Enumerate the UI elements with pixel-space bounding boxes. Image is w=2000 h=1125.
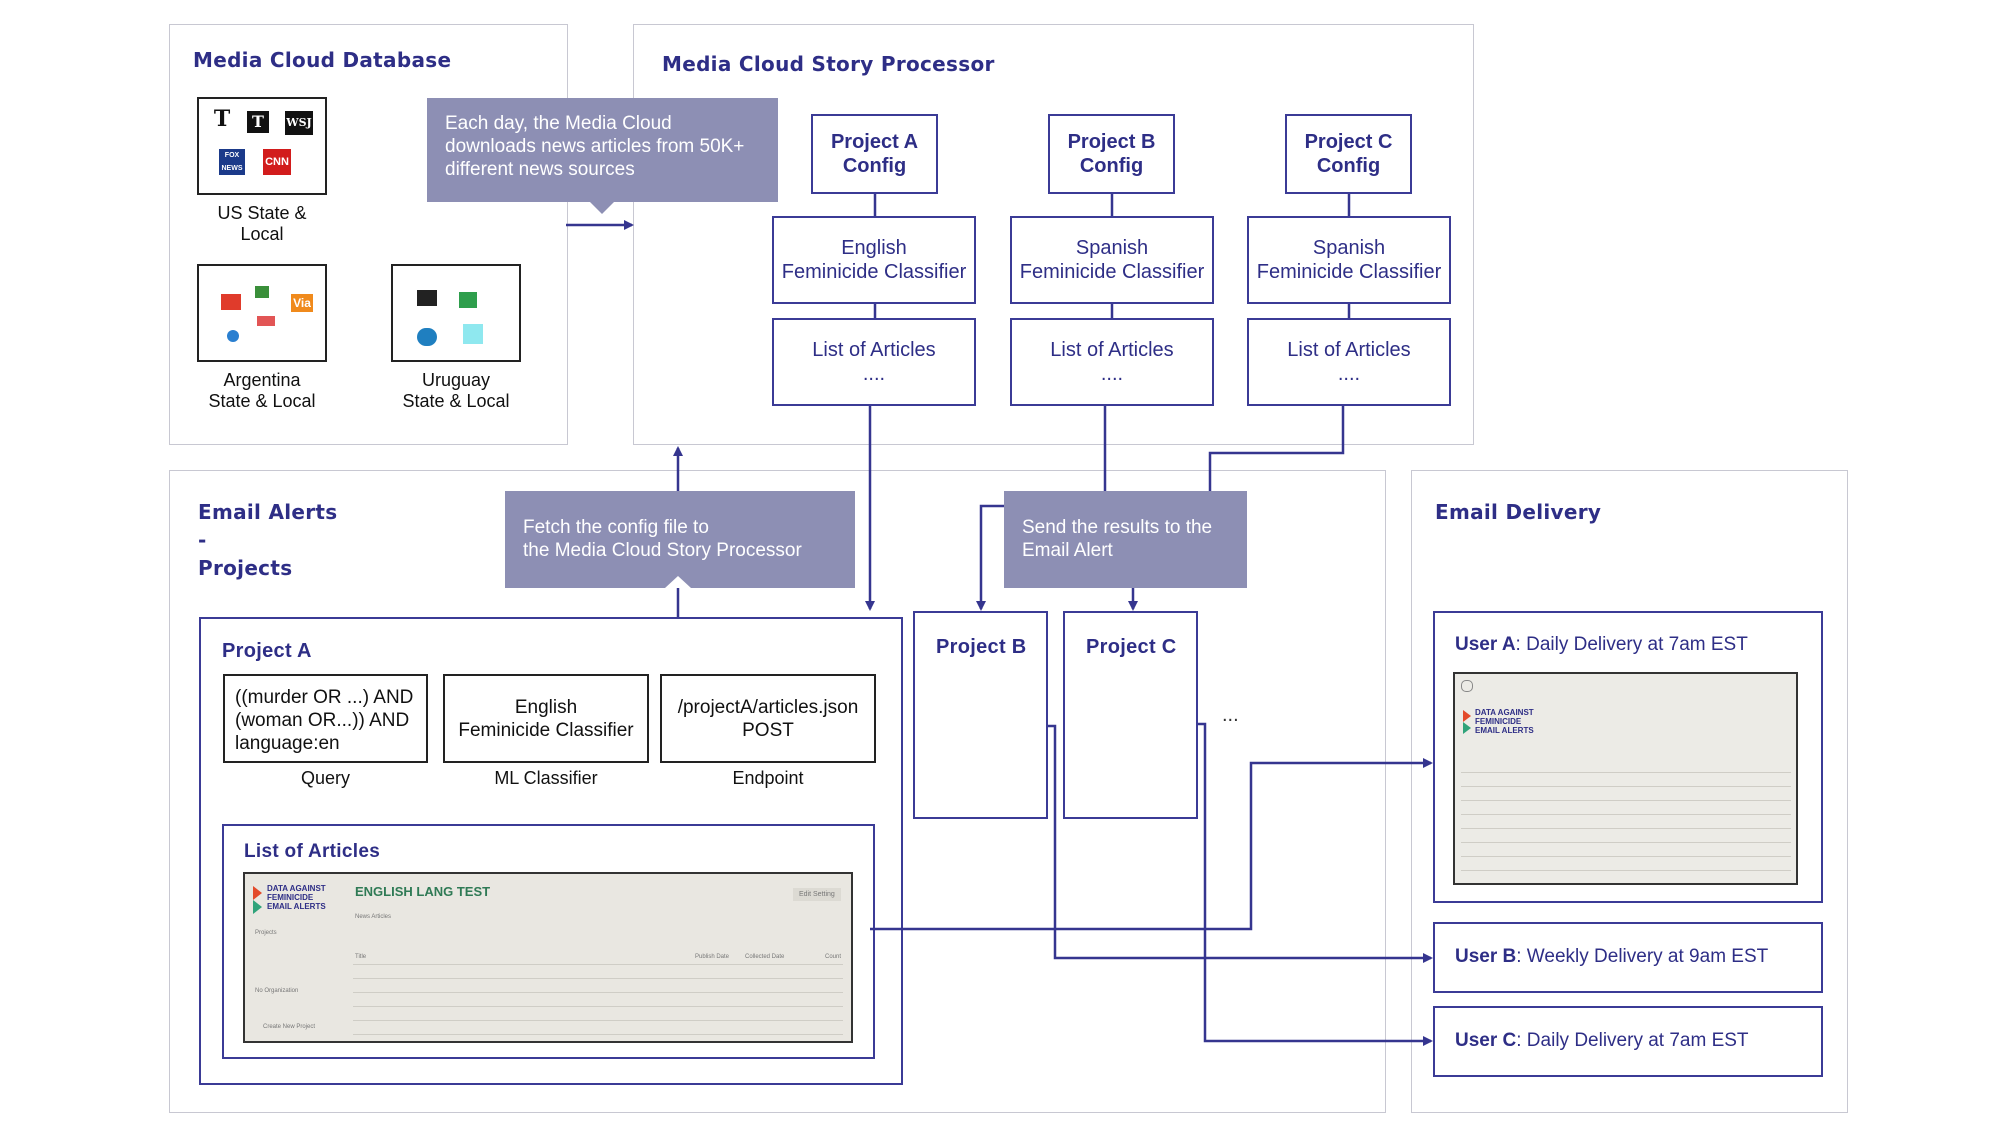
- more-projects-ellipsis: ...: [1222, 704, 1239, 726]
- send-results-callout: Send the results to the Email Alert: [1004, 491, 1247, 588]
- user-c-panel: [1433, 1006, 1823, 1077]
- cnn-logo: CNN: [263, 149, 291, 175]
- telemundo-logo: [417, 328, 437, 346]
- email-row-line: [1461, 800, 1791, 801]
- app-sidebar-no-org: No Organization: [255, 988, 299, 994]
- email-logo: DATA AGAINST FEMINICIDE EMAIL ALERTS: [1463, 708, 1543, 738]
- app-row-line: [353, 978, 843, 979]
- project-c-title: Project C: [1086, 636, 1177, 658]
- user-b-label: User B: Weekly Delivery at 9am EST: [1455, 946, 1768, 968]
- argentina-news-logos: Via: [197, 264, 327, 362]
- download-callout: Each day, the Media Cloud downloads news…: [427, 98, 778, 202]
- app-col-count: Count: [825, 954, 842, 960]
- user-b-name: User B: [1455, 946, 1517, 967]
- project-a-config-box: Project A Config: [811, 114, 938, 194]
- project-b-config-box: Project B Config: [1048, 114, 1175, 194]
- ml-classifier-box: English Feminicide Classifier: [443, 674, 649, 763]
- times-logo: T: [247, 111, 269, 133]
- list-of-articles-title: List of Articles: [244, 841, 381, 862]
- project-b-classifier-box: Spanish Feminicide Classifier: [1010, 216, 1214, 304]
- clarin-logo: [221, 294, 241, 310]
- project-a-articles-box: List of Articles ....: [772, 318, 976, 406]
- story-processor-title: Media Cloud Story Processor: [662, 52, 995, 76]
- user-a-name: User A: [1455, 634, 1516, 655]
- argentina-caption: Argentina State & Local: [208, 370, 316, 411]
- observador-logo: [459, 292, 477, 308]
- endpoint-label: Endpoint: [732, 768, 804, 788]
- app-row-line: [353, 1006, 843, 1007]
- email-row-line: [1461, 842, 1791, 843]
- user-a-email-screenshot: DATA AGAINST FEMINICIDE EMAIL ALERTS: [1453, 672, 1798, 885]
- endpoint-box: /projectA/articles.json POST: [660, 674, 876, 763]
- project-c-config-box: Project C Config: [1285, 114, 1412, 194]
- email-row-line: [1461, 870, 1791, 871]
- media-cloud-database-panel: [169, 24, 568, 445]
- email-alerts-title: Email Alerts - Projects: [198, 500, 338, 580]
- uruguay-caption: Uruguay State & Local: [402, 370, 510, 411]
- app-row-line: [353, 992, 843, 993]
- app-heading: ENGLISH LANG TEST: [355, 884, 491, 899]
- ml-classifier-label: ML Classifier: [494, 768, 598, 788]
- project-c-articles-box: List of Articles ....: [1247, 318, 1451, 406]
- user-c-schedule: : Daily Delivery at 7am EST: [1516, 1030, 1749, 1051]
- user-a-schedule: : Daily Delivery at 7am EST: [1515, 634, 1748, 655]
- pagina12-logo: [257, 316, 275, 326]
- email-row-line: [1461, 814, 1791, 815]
- app-col-collected: Collected Date: [745, 954, 785, 960]
- email-row-line: [1461, 856, 1791, 857]
- project-b-articles-box: List of Articles ....: [1010, 318, 1214, 406]
- nyt-logo: T: [213, 106, 231, 132]
- infobae-logo: [255, 286, 269, 298]
- download-callout-pointer: [590, 202, 614, 214]
- wsj-logo: WSJ: [285, 111, 313, 135]
- user-b-schedule: : Weekly Delivery at 9am EST: [1516, 946, 1769, 967]
- email-row-line: [1461, 772, 1791, 773]
- app-sidebar-projects: Projects: [255, 930, 277, 936]
- la-nacion-logo: [227, 330, 239, 342]
- email-avatar: [1461, 680, 1473, 692]
- email-row-line: [1461, 828, 1791, 829]
- montevideo-logo: [463, 324, 483, 344]
- query-label: Query: [300, 768, 351, 788]
- project-a-articles-screenshot: DATA AGAINST FEMINICIDE EMAIL ALERTS ENG…: [243, 872, 853, 1043]
- app-subheading: News Articles: [355, 914, 392, 920]
- app-row-line: [353, 1020, 843, 1021]
- fox-news-logo: FOX NEWS: [219, 149, 245, 175]
- us-news-logos: T T WSJ FOX NEWS CNN: [197, 97, 327, 195]
- user-a-label: User A: Daily Delivery at 7am EST: [1455, 634, 1748, 656]
- us-state-local-caption: US State & Local: [217, 203, 307, 244]
- email-row-line: [1461, 786, 1791, 787]
- app-col-title: Title: [355, 954, 367, 960]
- project-b-title: Project B: [936, 636, 1027, 658]
- app-sidebar-create[interactable]: Create New Project: [263, 1024, 316, 1030]
- uruguay-news-logos: [391, 264, 521, 362]
- email-delivery-title: Email Delivery: [1435, 500, 1602, 524]
- feminicide-logo: DATA AGAINST FEMINICIDE EMAIL ALERTS: [253, 884, 333, 914]
- app-col-publish: Publish Date: [695, 954, 730, 960]
- fetch-config-callout: Fetch the config file to the Media Cloud…: [505, 491, 855, 588]
- media-cloud-database-title: Media Cloud Database: [193, 48, 452, 72]
- project-a-classifier-box: English Feminicide Classifier: [772, 216, 976, 304]
- app-edit-button[interactable]: Edit Setting: [793, 888, 841, 901]
- user-c-name: User C: [1455, 1030, 1517, 1051]
- project-a-title: Project A: [222, 640, 312, 662]
- via-logo: Via: [291, 294, 313, 312]
- app-row-line: [353, 1034, 843, 1035]
- project-c-classifier-box: Spanish Feminicide Classifier: [1247, 216, 1451, 304]
- user-c-label: User C: Daily Delivery at 7am EST: [1455, 1030, 1749, 1052]
- user-b-panel: [1433, 922, 1823, 993]
- app-row-line: [353, 964, 843, 965]
- el-pais-logo: [417, 290, 437, 306]
- query-box: ((murder OR ...) AND (woman OR...)) AND …: [223, 674, 428, 763]
